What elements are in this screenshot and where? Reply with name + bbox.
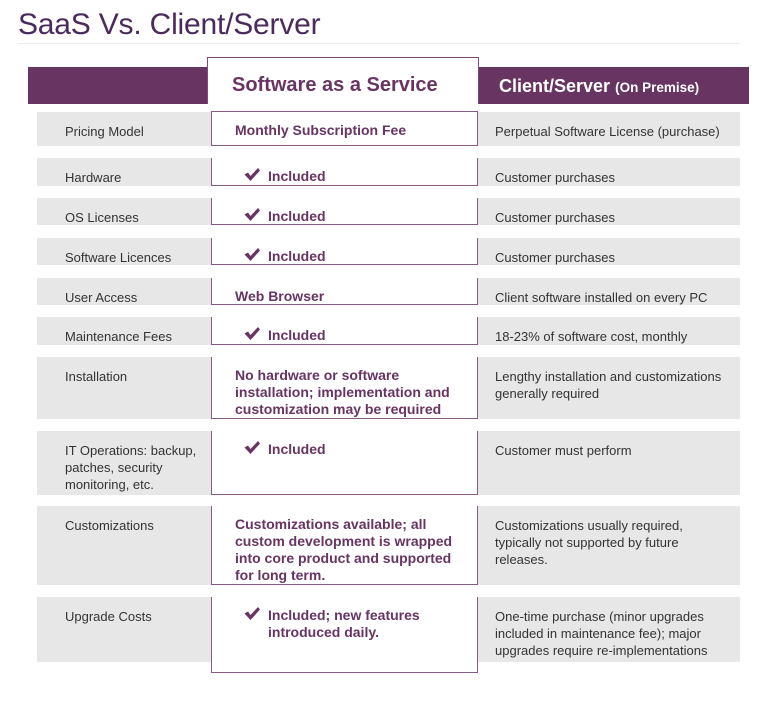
client-server-value: One-time purchase (minor upgrades includ… [495,609,708,658]
saas-cell: Monthly Subscription Fee [211,111,478,146]
saas-cell: Included [211,317,478,345]
client-server-value: Customer must perform [495,443,632,458]
saas-value: Included [268,327,326,343]
client-server-cell: Perpetual Software License (purchase) [477,112,740,146]
client-server-value: Customer purchases [495,170,615,185]
saas-cell: Included [211,431,478,495]
client-server-cell: Customer purchases [477,158,740,186]
checkmark-icon [243,439,261,457]
saas-value: Included [268,248,326,264]
client-server-cell: Customer purchases [477,198,740,225]
row-label-cell: IT Operations: backup, patches, security… [37,431,212,495]
table-row: Customizations Customizations usually req… [0,506,776,585]
saas-column-header: Software as a Service [207,57,479,104]
row-label: OS Licenses [65,210,139,225]
client-server-value: Perpetual Software License (purchase) [495,124,720,139]
row-label: User Access [65,290,138,305]
client-server-cell: Customer must perform [477,431,740,495]
client-server-cell: Customizations usually required, typical… [477,506,740,585]
saas-cell: Included [211,198,478,225]
table-row: Maintenance Fees 18-23% of software cost,… [0,317,776,345]
table-row: Hardware Customer purchases Included [0,158,776,186]
saas-cell: Included; new features introduced daily. [211,597,478,673]
client-server-cell: One-time purchase (minor upgrades includ… [477,597,740,662]
row-label-cell: Customizations [37,506,212,585]
checkmark-icon [243,605,261,623]
saas-value: Included [268,208,326,224]
row-label: IT Operations: backup, patches, security… [65,443,197,492]
page-title: SaaS Vs. Client/Server [18,8,321,41]
row-label-cell: User Access [37,278,212,305]
row-label: Software Licences [65,250,172,265]
saas-cell: Customizations available; all custom dev… [211,506,478,585]
client-server-value: 18-23% of software cost, monthly [495,329,688,344]
client-server-column-title: Client/Server [499,76,611,96]
client-server-cell: 18-23% of software cost, monthly [477,317,740,345]
row-label-cell: Pricing Model [37,112,212,146]
row-label-cell: Installation [37,357,212,419]
title-divider [18,43,740,44]
client-server-value: Customer purchases [495,250,615,265]
client-server-value: Lengthy installation and customizations … [495,369,722,401]
checkmark-icon [243,325,261,343]
client-server-value: Customizations usually required, typical… [495,518,683,567]
saas-value: Included; new features introduced daily. [268,607,420,640]
table-row: Software Licences Customer purchases Inclu… [0,238,776,265]
saas-value: No hardware or software installation; im… [235,367,450,417]
client-server-cell: Lengthy installation and customizations … [477,357,740,419]
table-row: IT Operations: backup, patches, security… [0,431,776,495]
table-row: Installation Lengthy installation and cus… [0,357,776,419]
row-label-cell: Upgrade Costs [37,597,212,662]
checkmark-icon [243,206,261,224]
saas-value: Monthly Subscription Fee [235,122,407,138]
table-row: OS Licenses Customer purchases Included [0,198,776,225]
saas-cell: Included [211,238,478,265]
saas-cell: Included [211,158,478,186]
saas-value: Customizations available; all custom dev… [235,516,453,583]
row-label: Hardware [65,170,122,185]
table-row: Pricing Model Perpetual Software License … [0,111,776,146]
saas-cell: No hardware or software installation; im… [211,357,478,419]
checkmark-icon [243,166,261,184]
row-label: Pricing Model [65,124,144,139]
saas-cell: Web Browser [211,278,478,305]
row-label-cell: OS Licenses [37,198,212,225]
client-server-column-header: Client/Server (On Premise) [499,76,699,97]
saas-value: Included [268,441,326,457]
row-label: Maintenance Fees [65,329,172,344]
row-label-cell: Software Licences [37,238,212,265]
client-server-column-subtitle: (On Premise) [615,80,700,95]
row-label-cell: Hardware [37,158,212,186]
saas-column-title: Software as a Service [232,74,438,96]
saas-value: Included [268,168,326,184]
table-row: Upgrade Costs One-time purchase (minor up… [0,597,776,673]
row-label: Upgrade Costs [65,609,152,624]
client-server-value: Client software installed on every PC [495,290,708,305]
row-label-cell: Maintenance Fees [37,317,212,345]
client-server-cell: Client software installed on every PC [477,278,740,305]
table-row: User Access Client software installed on … [0,278,776,305]
saas-value: Web Browser [235,288,325,304]
checkmark-icon [243,246,261,264]
row-label: Installation [65,369,128,384]
client-server-cell: Customer purchases [477,238,740,265]
row-label: Customizations [65,518,154,533]
client-server-value: Customer purchases [495,210,615,225]
